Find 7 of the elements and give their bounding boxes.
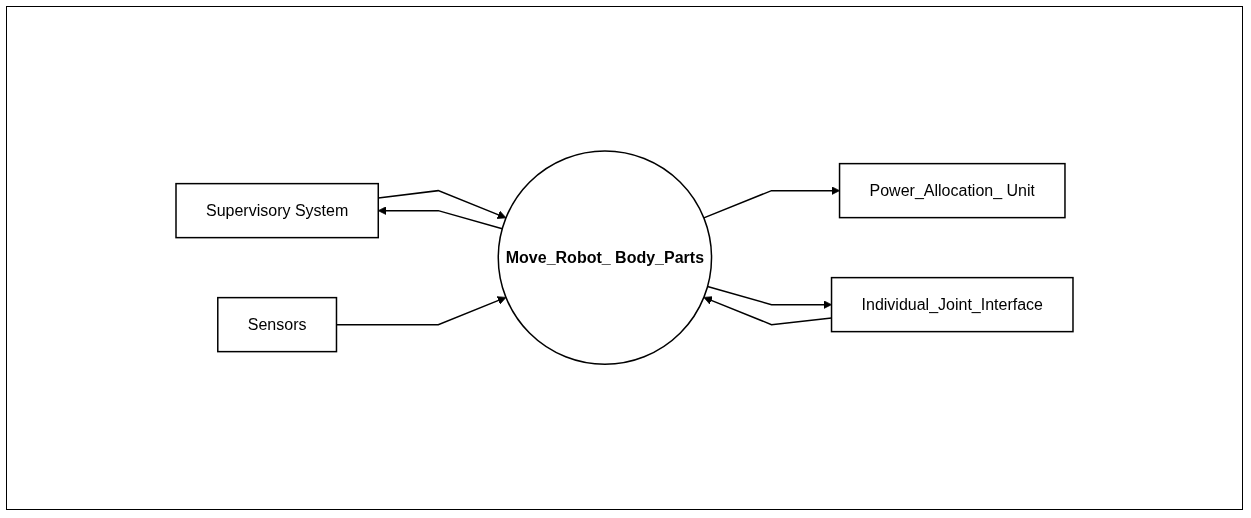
node-box: Sensors bbox=[217, 297, 338, 353]
node-box: Individual_Joint_Interface bbox=[830, 277, 1074, 333]
arrow bbox=[703, 186, 840, 219]
node-box: Supervisory System bbox=[175, 183, 379, 239]
node-circle: Move_Robot_ Body_Parts bbox=[497, 150, 713, 366]
node-box: Power_Allocation_ Unit bbox=[838, 163, 1066, 219]
arrow bbox=[706, 286, 832, 310]
